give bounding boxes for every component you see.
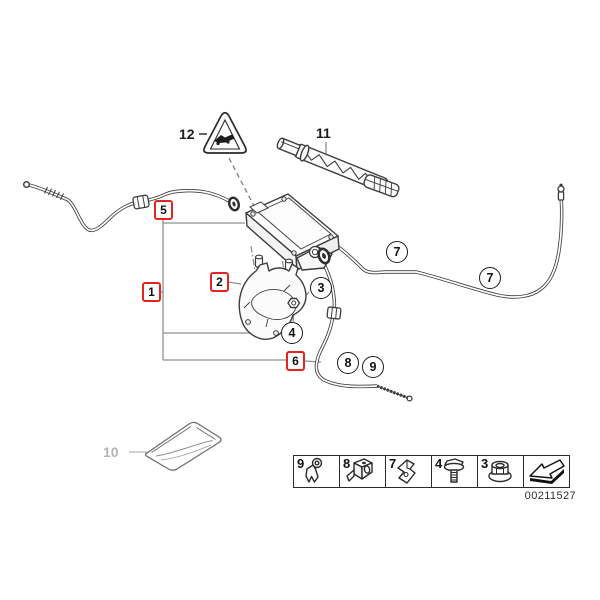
cable-hook-clip-icon: [305, 457, 323, 483]
callout-circle-7b[interactable]: 7: [479, 267, 501, 289]
legend-label-4: 4: [435, 456, 443, 471]
legend-cell-8: 8: [340, 456, 386, 487]
callout-box-5[interactable]: 5: [154, 200, 173, 220]
grease-pouch: [144, 421, 222, 471]
legend-cell-9: 9: [294, 456, 340, 487]
cable-grommet: [227, 196, 241, 212]
legend-cell-7: 7: [386, 456, 432, 487]
document-number: 00211527: [524, 490, 576, 502]
right-rear-cable: [331, 183, 565, 299]
callout-circle-7a[interactable]: 7: [386, 241, 408, 263]
legend-label-3: 3: [481, 456, 489, 471]
lower-rear-cable: [314, 260, 413, 402]
cable-fitting-barrel: [326, 306, 342, 320]
flange-bolt-icon: [443, 458, 465, 483]
output-grommet: [317, 247, 331, 265]
front-left-cable: [23, 180, 241, 233]
fastener-legend-table: 9 8 7: [293, 455, 570, 488]
cable-adjuster-barrel: [132, 194, 150, 210]
callout-circle-3[interactable]: 3: [310, 277, 332, 299]
direction-arrow-icon: [529, 459, 565, 484]
spring-clip-icon: [397, 459, 416, 484]
cage-clip-icon: [346, 458, 373, 482]
callout-box-6[interactable]: 6: [286, 351, 305, 371]
flange-nut: [287, 297, 301, 309]
callout-box-1[interactable]: 1: [142, 282, 161, 302]
callout-label-12[interactable]: 12: [179, 126, 195, 142]
parking-brake-actuator: [245, 193, 340, 271]
callout-circle-8[interactable]: 8: [337, 352, 359, 374]
warning-triangle-icon: [203, 111, 247, 154]
legend-label-7: 7: [389, 456, 397, 471]
cable-carrier-bracket: [276, 137, 400, 198]
legend-label-8: 8: [343, 456, 351, 471]
callout-label-11[interactable]: 11: [316, 125, 331, 141]
legend-label-9: 9: [297, 456, 305, 471]
legend-cell-3: 3: [478, 456, 524, 487]
callout-circle-4[interactable]: 4: [281, 322, 303, 344]
housing-screws: [250, 196, 334, 256]
legend-cell-4: 4: [432, 456, 478, 487]
callout-label-10[interactable]: 10: [103, 444, 119, 460]
callout-box-2[interactable]: 2: [210, 272, 229, 292]
callout-circle-9[interactable]: 9: [362, 356, 384, 378]
legend-cell-arrow: [524, 456, 569, 487]
cable-end-nipple: [557, 183, 565, 201]
actuator-mounting-bracket: [238, 254, 307, 340]
flange-nut-icon: [488, 460, 512, 483]
